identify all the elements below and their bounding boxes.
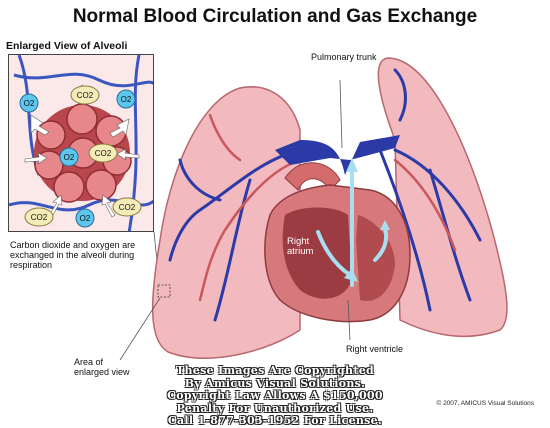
blood-vessels xyxy=(168,68,482,322)
enlarged-area-marker xyxy=(157,284,171,298)
co2-bubble-2: CO2 xyxy=(31,213,48,222)
label-right-atrium: Right atrium xyxy=(287,236,314,257)
right-ventricle-leader xyxy=(347,299,351,341)
label-pulmonary-trunk: Pulmonary trunk xyxy=(311,52,377,62)
label-right-ventricle: Right ventricle xyxy=(346,344,404,354)
o2-bubble-1: O2 xyxy=(24,99,35,108)
co2-bubble-3: CO2 xyxy=(119,203,136,212)
left-lung xyxy=(377,57,508,338)
credit-line: © 2007, AMICUS Visual Solutions xyxy=(436,400,534,407)
pulmonary-trunk xyxy=(275,135,400,175)
blood-flow-arrows xyxy=(316,168,389,287)
gas-bubbles: O2 CO2 O2 O2 CO2 CO2 O2 CO2 xyxy=(19,85,142,228)
label-area-enlarged: Area of enlarged view xyxy=(74,357,130,377)
copyright-watermark: These Images Are Copyrighted By Amicus V… xyxy=(0,364,550,428)
page-title: Normal Blood Circulation and Gas Exchang… xyxy=(72,6,478,27)
o2-bubble-2: O2 xyxy=(121,95,132,104)
inset-title: Enlarged View of Alveoli xyxy=(6,40,128,52)
o2-bubble-center: O2 xyxy=(64,153,75,162)
area-enlarged-leader xyxy=(119,297,161,361)
copyright-line: These Images Are Copyrighted xyxy=(176,364,374,377)
inset-caption: Carbon dioxide and oxygen are exchanged … xyxy=(10,240,136,270)
o2-bubble-3: O2 xyxy=(80,214,91,223)
right-atrium-chamber xyxy=(282,207,352,299)
copyright-line: Penalty For Unauthorized Use. xyxy=(176,401,374,415)
co2-bubble-center: CO2 xyxy=(95,149,112,158)
alveoli-inset: O2 CO2 O2 O2 CO2 CO2 O2 CO2 xyxy=(8,54,154,232)
exchange-arrows xyxy=(24,84,140,218)
copyright-line: By Amicus Visual Solutions. xyxy=(184,376,366,390)
alveoli-illustration: O2 CO2 O2 O2 CO2 CO2 O2 CO2 xyxy=(9,55,153,231)
co2-bubble-1: CO2 xyxy=(77,91,94,100)
flow-arrowheads xyxy=(344,158,390,282)
pulmonary-trunk-leader xyxy=(339,79,343,149)
copyright-line: Call 1-877-303-1952 For License. xyxy=(167,414,383,427)
copyright-line: Copyright Law Allows A $150,000 xyxy=(167,389,383,402)
